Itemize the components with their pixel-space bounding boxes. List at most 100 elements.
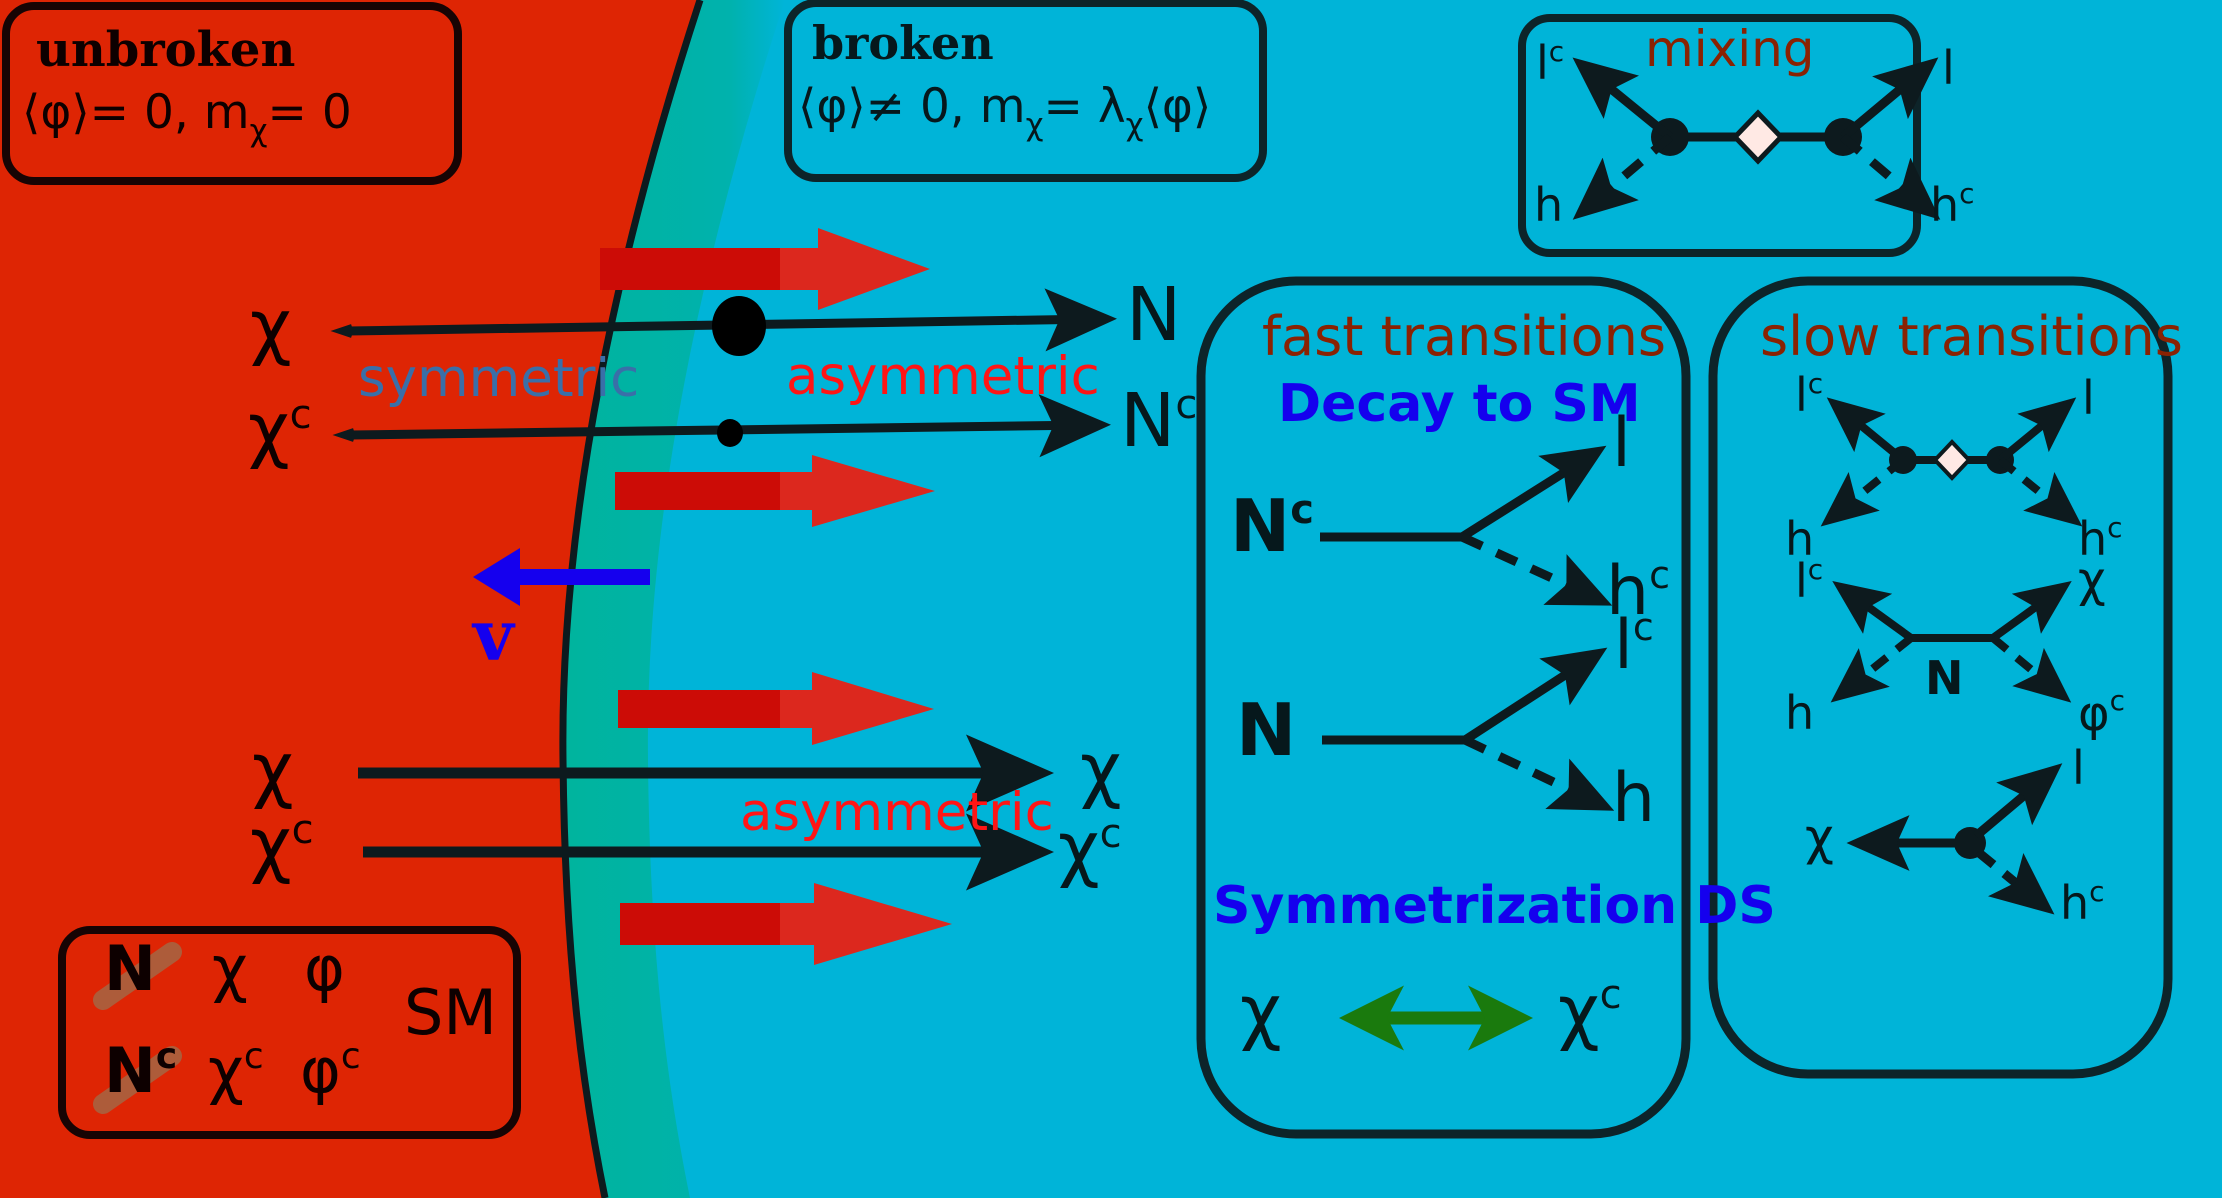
- fast-decay2-out-solid: lc: [1614, 608, 1654, 680]
- spectrum-r2-c2-base: χ: [208, 1034, 244, 1107]
- mixing-leg-br-sup: c: [1959, 177, 1975, 210]
- slow-transitions-box-frame: [1708, 276, 2173, 1079]
- broken-title: broken: [812, 16, 994, 70]
- unbroken-eq-main: ⟨φ⟩= 0, m: [22, 85, 250, 140]
- chi-c-out-bottom: χc: [1058, 812, 1122, 884]
- sm-label: SM: [404, 976, 497, 1049]
- broken-eq-a: ⟨φ⟩≠ 0, m: [798, 79, 1026, 134]
- slow-d1-bottom-right: hc: [2078, 514, 2123, 563]
- unbroken-eq-tail: = 0: [267, 85, 352, 140]
- slow-d1-tl-base: l: [1795, 368, 1808, 422]
- slow-d2-propagator-label: N: [1925, 651, 1964, 705]
- sym-right-sup: c: [1599, 972, 1622, 1018]
- fast-decay1-out-solid: l: [1612, 410, 1631, 478]
- slow-d1-bottom-left: h: [1785, 516, 1814, 562]
- chi-to-chi-lines: [358, 734, 1054, 891]
- sym-left-base: χ: [1240, 969, 1282, 1053]
- red-arrow-4: [620, 883, 952, 965]
- mixing-leg-top-right: l: [1942, 45, 1955, 91]
- sym-left-particle: χ: [1240, 975, 1282, 1047]
- chi-c-in-bottom: χc: [250, 808, 314, 880]
- bubble-wall-line: [559, 0, 704, 1198]
- slow-diagram-2: [1830, 580, 2072, 703]
- spectrum-r2-c1: Nc: [104, 1039, 177, 1102]
- fast-decay2-in-base: N: [1236, 688, 1297, 772]
- fast-decay1-in-base: N: [1230, 484, 1291, 568]
- fast-decay2-out-dashed: h: [1612, 765, 1655, 833]
- spectrum-r1-c3-base: φ: [304, 932, 345, 1005]
- chi-to-N-lines: [330, 288, 1117, 458]
- fast-decay2-out-dashed-base: h: [1612, 759, 1656, 838]
- symmetric-label: symmetric: [358, 348, 640, 409]
- wall-motion-arrows: [600, 228, 952, 965]
- slow-transitions-title: slow transitions: [1760, 305, 2183, 368]
- unbroken-box-frame: [2, 2, 462, 185]
- slow-diagram-1: [1820, 397, 2083, 527]
- red-arrow-1: [600, 228, 930, 310]
- chi-c-in-bottom-base: χ: [250, 802, 292, 886]
- mixing-leg-bl-base: h: [1534, 178, 1564, 232]
- slow-d1-br-base: h: [2078, 512, 2108, 566]
- broken-eq-b-sub: χ: [1125, 107, 1144, 143]
- slow-d3-br-sup: c: [2089, 875, 2105, 908]
- slow-d1-top-right: l: [2082, 375, 2095, 421]
- slow-d1-br-sup: c: [2107, 511, 2123, 544]
- chi-out-bottom: χ: [1080, 727, 1122, 811]
- N-c-out-base: N: [1120, 378, 1176, 464]
- decay-to-sm-subtitle: Decay to SM: [1278, 374, 1641, 434]
- mixing-title: mixing: [1645, 20, 1815, 78]
- slow-d1-bl-base: h: [1785, 512, 1815, 566]
- unbroken-title: unbroken: [36, 22, 296, 78]
- slow-d2-bottom-right: φc: [2078, 687, 2125, 739]
- sym-right-particle: χc: [1558, 975, 1622, 1047]
- spectrum-r1-c3: φ: [304, 938, 345, 1000]
- N-out: N: [1126, 272, 1182, 358]
- spectrum-r2-c1-base: N: [104, 1034, 156, 1107]
- slow-d3-top-right: l: [2072, 745, 2085, 791]
- mixing-box-frame: [1518, 14, 1921, 257]
- slow-d2-bottom-left: h: [1785, 690, 1814, 736]
- broken-box-frame: [784, 0, 1267, 182]
- slow-d2-br-sup: c: [2109, 684, 2126, 717]
- wall-velocity-arrow: [465, 548, 650, 606]
- slow-d1-top-left: lc: [1795, 370, 1823, 419]
- slow-d2-br-base: φ: [2078, 686, 2110, 742]
- fast-decay1-in-sup: c: [1290, 487, 1314, 533]
- fast-decay1-in: Nc: [1230, 490, 1314, 562]
- broken-eq-a-sub: χ: [1025, 107, 1044, 143]
- unbroken-phase-region: [0, 0, 700, 1198]
- slow-d3-left-base: χ: [1805, 808, 1834, 866]
- broken-eq-c: ⟨φ⟩: [1143, 79, 1212, 134]
- asymmetric-label-bottom: asymmetric: [740, 782, 1054, 843]
- fast-decay2-in: N: [1236, 694, 1296, 766]
- spectrum-box-frame: [58, 926, 521, 1139]
- unbroken-eq-sub: χ: [249, 113, 268, 149]
- spectrum-r2-c2-sup: c: [243, 1036, 264, 1077]
- spectrum-r2-c2: χc: [208, 1039, 264, 1102]
- spectrum-r2-c3: φc: [300, 1039, 361, 1102]
- slow-d1-tr-base: l: [2082, 371, 2095, 425]
- vertex-dot-small: [717, 419, 743, 447]
- asymmetric-label-top: asymmetric: [786, 346, 1100, 407]
- mixing-diagram: [1572, 57, 1941, 220]
- slow-d1-tl-sup: c: [1807, 367, 1824, 400]
- mixing-leg-tl-base: l: [1536, 36, 1549, 90]
- symmetrization-ds-subtitle: Symmetrization DS: [1213, 876, 1776, 936]
- fast-decay1-out-dashed: hc: [1606, 556, 1670, 626]
- fast-decay1-out-solid-base: l: [1612, 404, 1631, 483]
- strike-through-marks: [93, 942, 182, 1114]
- mixing-leg-top-left: lc: [1536, 38, 1564, 87]
- broken-eq-b: = λ: [1043, 79, 1126, 134]
- mixing-leg-bottom-left: h: [1534, 182, 1563, 228]
- slow-d2-tl-sup: c: [1807, 553, 1824, 586]
- fast-decay2-out-solid-base: l: [1614, 606, 1633, 685]
- N-c-out: Nc: [1120, 384, 1197, 458]
- red-arrow-3: [618, 672, 934, 745]
- mixing-leg-tr-base: l: [1942, 41, 1955, 95]
- spectrum-r2-c3-sup: c: [340, 1036, 361, 1077]
- fast-transitions-box-frame: [1196, 276, 1691, 1139]
- chi-in-top: χ: [250, 284, 292, 368]
- red-arrow-2: [615, 455, 935, 527]
- N-c-out-sup: c: [1175, 382, 1198, 428]
